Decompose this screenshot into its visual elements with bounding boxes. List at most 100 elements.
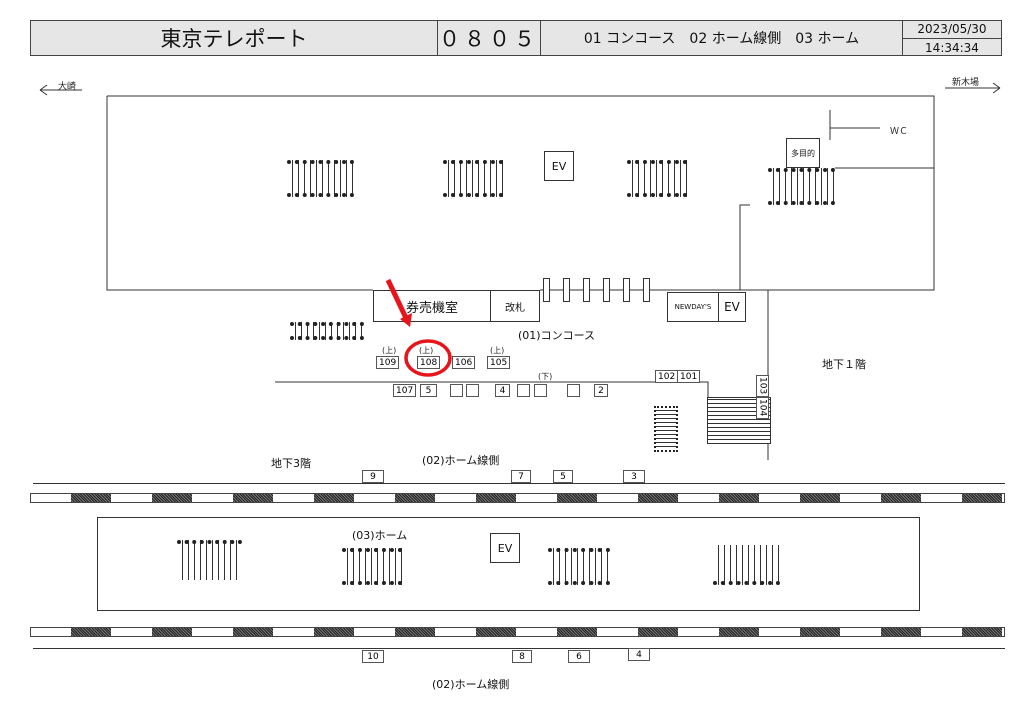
car-9[interactable]: 9 (362, 470, 384, 483)
tactile-segment (800, 494, 840, 502)
exit-102[interactable]: 102 (655, 370, 679, 383)
tactile-segment (152, 494, 192, 502)
tactile-segment (395, 494, 435, 502)
datetime: 2023/05/30 14:34:34 (902, 20, 1002, 56)
station-name: 東京テレポート (30, 20, 438, 56)
newdays-shop: NEWDAY'S (667, 292, 719, 322)
down-mark: (下) (538, 372, 553, 381)
track-side-label-bottom: (02)ホーム線側 (432, 678, 510, 691)
highlight-marker (385, 278, 452, 377)
tactile-segment (881, 628, 921, 636)
exit-104[interactable]: 104 (756, 397, 769, 419)
tactile-segment (233, 494, 273, 502)
stairs (548, 548, 610, 585)
tactile-segment (233, 628, 273, 636)
tactile-segment (71, 494, 111, 502)
tactile-segment (881, 494, 921, 502)
car-6[interactable]: 6 (568, 650, 590, 663)
exit-108[interactable]: 108 (417, 356, 441, 369)
platform-elevator: EV (490, 533, 520, 563)
exit-2[interactable]: 2 (594, 384, 608, 397)
escalator (654, 406, 678, 452)
station-code: ０８０５ (437, 20, 541, 56)
tactile-segment (152, 628, 192, 636)
tactile-segment (638, 494, 678, 502)
blank-box (450, 384, 463, 397)
gate-pillar (543, 278, 550, 302)
car-10[interactable]: 10 (362, 650, 384, 663)
car-8[interactable]: 8 (512, 650, 532, 663)
gate-pillar (623, 278, 630, 302)
tactile-segment (719, 494, 759, 502)
car-3[interactable]: 3 (623, 470, 645, 483)
elevator-right: EV (718, 292, 746, 322)
stairs (290, 322, 364, 340)
tactile-segment (314, 628, 354, 636)
tactile-segment (962, 494, 1002, 502)
tactile-segment (962, 628, 1002, 636)
date: 2023/05/30 (917, 21, 987, 36)
arrow-right-icon (945, 82, 1001, 94)
car-5[interactable]: 5 (553, 470, 573, 483)
tactile-segment (395, 628, 435, 636)
stairs (287, 160, 354, 197)
exit-105[interactable]: 105 (487, 356, 511, 369)
blank-box (517, 384, 530, 397)
tactile-segment (557, 494, 597, 502)
ticket-gate: 改札 (490, 290, 540, 322)
exit-4[interactable]: 4 (495, 384, 510, 397)
tactile-segment (557, 628, 597, 636)
tactile-segment (71, 628, 111, 636)
tactile-strip-bottom (30, 627, 1005, 637)
platform-edge (33, 483, 1005, 484)
direction-right-label: 新木場 (952, 78, 980, 88)
tactile-strip-top (30, 493, 1005, 503)
platform-edge (33, 648, 1005, 649)
platform-label: (03)ホーム (352, 529, 408, 542)
stairs (443, 160, 503, 197)
stairs (627, 160, 687, 197)
blank-box (567, 384, 580, 397)
time: 14:34:34 (903, 37, 1001, 57)
platform-island (97, 517, 920, 611)
exit-101[interactable]: 101 (677, 370, 701, 383)
gate-pillar (563, 278, 570, 302)
stairs (342, 548, 402, 585)
stairs (177, 540, 242, 580)
up-mark: (上) (490, 346, 505, 355)
gate-pillar (583, 278, 590, 302)
red-circle-icon (404, 339, 452, 377)
blank-box (466, 384, 479, 397)
direction-left-label: 大崎 (58, 82, 77, 92)
tactile-segment (476, 494, 516, 502)
floor-b1-label: 地下１階 (822, 358, 866, 371)
red-arrow-icon (385, 278, 409, 320)
elevator-top: EV (544, 151, 574, 181)
exit-109[interactable]: 109 (376, 356, 400, 369)
stairs (713, 545, 780, 585)
concourse-outline (106, 95, 935, 460)
tactile-segment (719, 628, 759, 636)
arrow-left-icon (39, 84, 82, 96)
multipurpose-toilet: 多目的 (786, 138, 820, 168)
gate-pillar (603, 278, 610, 302)
exit-106[interactable]: 106 (452, 356, 476, 369)
exit-5[interactable]: 5 (420, 384, 437, 397)
stairs (768, 168, 835, 205)
up-mark: (上) (382, 346, 397, 355)
gate-pillar (643, 278, 650, 302)
concourse-label: (01)コンコース (518, 329, 596, 342)
red-arrowhead-icon (400, 313, 412, 327)
exit-107[interactable]: 107 (393, 384, 417, 397)
car-4[interactable]: 4 (628, 648, 650, 661)
tactile-segment (476, 628, 516, 636)
tactile-segment (638, 628, 678, 636)
up-mark: (上) (419, 346, 434, 355)
floor-b3-label: 地下3階 (271, 457, 311, 470)
car-7[interactable]: 7 (511, 470, 531, 483)
exit-103[interactable]: 103 (756, 375, 769, 397)
tactile-segment (314, 494, 354, 502)
level-legend: 01 コンコース 02 ホーム線側 03 ホーム (540, 20, 903, 56)
track-side-label-top: (02)ホーム線側 (422, 454, 500, 467)
